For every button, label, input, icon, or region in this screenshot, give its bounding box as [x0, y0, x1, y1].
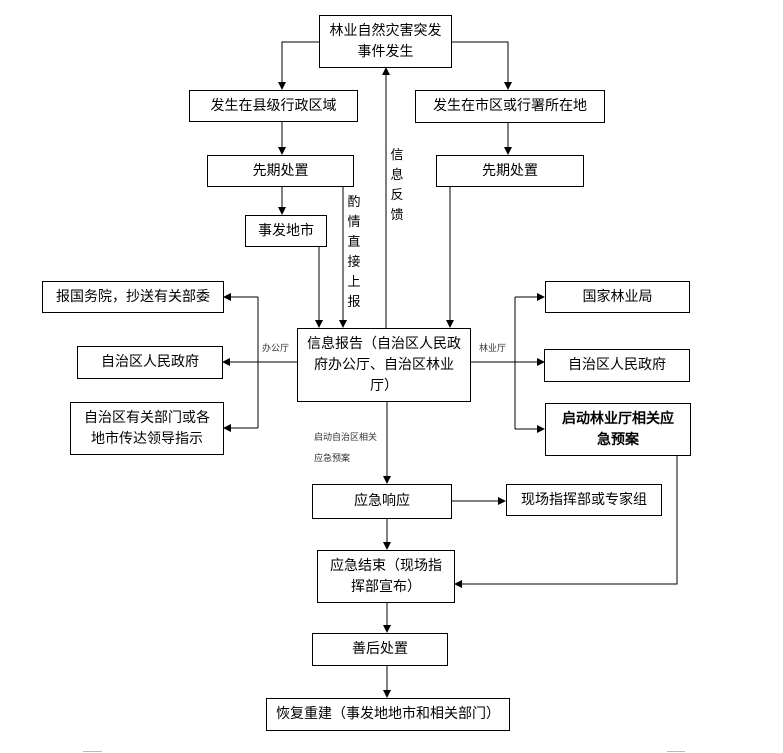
node-end: 应急结束（现场指挥部宣布） [317, 550, 455, 603]
label-forestry-dept: 林业厅 [479, 344, 507, 354]
node-report: 信息报告（自治区人民政府办公厅、自治区林业厅） [297, 328, 471, 402]
node-rebuild: 恢复重建（事发地地市和相关部门） [266, 698, 510, 731]
node-departments: 自治区有关部门或各地市传达领导指示 [70, 402, 224, 455]
node-command: 现场指挥部或专家组 [506, 484, 662, 516]
label-activate-plan-line2: 应急预案 [314, 454, 351, 464]
arrow-start-to-city-area [451, 41, 512, 90]
arrow-plan-to-end [454, 455, 678, 588]
node-response: 应急响应 [312, 484, 452, 519]
node-initial-left: 先期处置 [207, 155, 354, 187]
node-city-area: 发生在市区或行署所在地 [415, 90, 605, 123]
label-office: 办公厅 [262, 344, 290, 354]
label-direct-report: 酌情直接上报 [347, 195, 361, 310]
node-initial-right: 先期处置 [436, 155, 584, 187]
node-gov-right: 自治区人民政府 [544, 349, 690, 382]
node-county: 发生在县级行政区域 [189, 90, 358, 122]
node-gov-left: 自治区人民政府 [77, 346, 223, 379]
node-forestry-bureau: 国家林业局 [545, 281, 690, 313]
node-state-council: 报国务院，抄送有关部委 [42, 281, 224, 313]
node-start: 林业自然灾害突发事件发生 [319, 15, 452, 68]
page-corner-mark-right [667, 751, 685, 752]
node-aftermath: 善后处置 [312, 633, 448, 666]
label-feedback: 信息反馈 [390, 148, 404, 223]
node-forestry-plan: 启动林业厅相关应急预案 [545, 403, 691, 456]
page-corner-mark-left [83, 751, 102, 752]
arrow-start-to-county [278, 41, 319, 90]
node-incident-city: 事发地市 [245, 215, 327, 247]
label-activate-plan-line1: 启动自治区相关 [314, 433, 378, 443]
